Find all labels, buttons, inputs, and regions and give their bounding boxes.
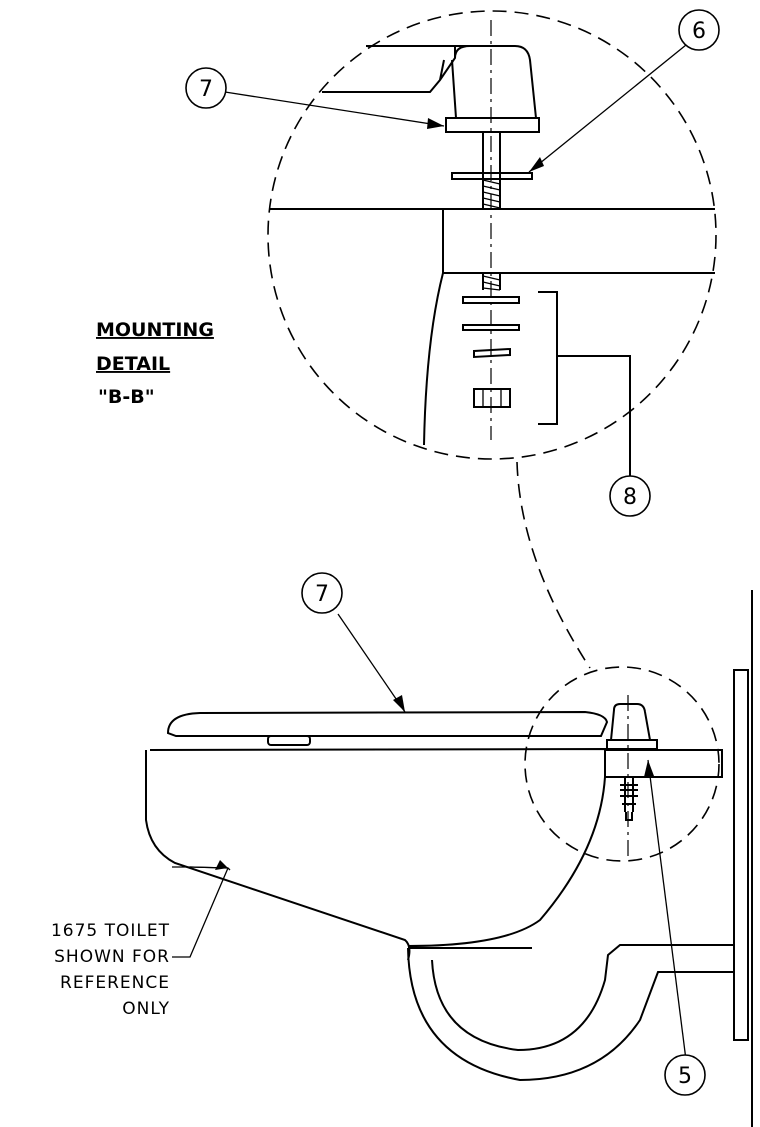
arrow-note [215,860,228,870]
detail-nut [473,388,511,408]
detail-seat-hinge [322,45,510,93]
bowl-rim [149,748,723,778]
leader-6 [528,44,687,173]
arrow-6 [529,157,544,172]
callout-bubble-6: 6 [678,9,720,51]
detail-mounting-deck [270,208,715,274]
callout-bubble-8: 8 [609,475,651,517]
toilet-side-view [145,590,753,1127]
detail-bolt-lower [482,273,501,290]
leader-7-detail [224,91,445,127]
reference-note: 1675 TOILET SHOWN FOR REFERENCE ONLY [51,867,229,1019]
arrow-5 [644,760,654,777]
note-leader [172,867,229,958]
detail-lock-washer [473,347,511,359]
callout-bubble-5: 5 [664,1054,706,1096]
detail-hinge-flange [445,117,540,133]
detail-bowl-wall [423,272,444,446]
detail-title-line1: MOUNTING [96,319,214,341]
wall-carrier [733,669,749,1041]
detail-hinge-post [451,45,538,119]
callout-bubble-7-main: 7 [301,572,343,614]
detail-title-line2: DETAIL [96,353,170,375]
detail-nut-faces [482,389,502,407]
bowl-trap-outer [407,947,734,1082]
bowl-trap-inner [431,944,734,1052]
callout-label: 8 [623,485,637,510]
leader-7-main [337,613,406,713]
arrowheads [215,118,654,870]
note-line2: SHOWN FOR [54,947,170,967]
arrow-7-main [393,695,405,712]
callout-label: 6 [692,19,706,44]
bowl-inner-curve [407,776,606,947]
bowl-hinge-flange [606,739,658,750]
bowl-seat-hinge [609,703,652,741]
detail-top-washer [451,172,533,180]
note-line4: ONLY [122,999,170,1019]
leader-5 [647,759,687,1061]
detail-connector-line [516,461,591,669]
hardware-bracket [538,291,631,480]
detail-boundary-circle [267,10,717,460]
callout-label: 7 [199,77,213,102]
note-line3: REFERENCE [60,973,170,993]
callout-label: 7 [315,582,329,607]
callout-label: 5 [678,1064,692,1089]
bowl-mounting-bolt [620,777,638,821]
leader-lines [172,44,687,1061]
detail-bb-view [267,10,717,480]
toilet-seat-lid [166,710,609,737]
arrow-7-detail [427,118,444,129]
callout-bubble-7-detail: 7 [185,67,227,109]
note-line1: 1675 TOILET [51,921,170,941]
detail-title: MOUNTING DETAIL "B-B" [96,319,214,408]
bowl-outer-body [145,750,411,961]
detail-title-line3: "B-B" [98,386,155,408]
seat-bumper [267,735,311,746]
detail-reference-circle [524,666,720,862]
